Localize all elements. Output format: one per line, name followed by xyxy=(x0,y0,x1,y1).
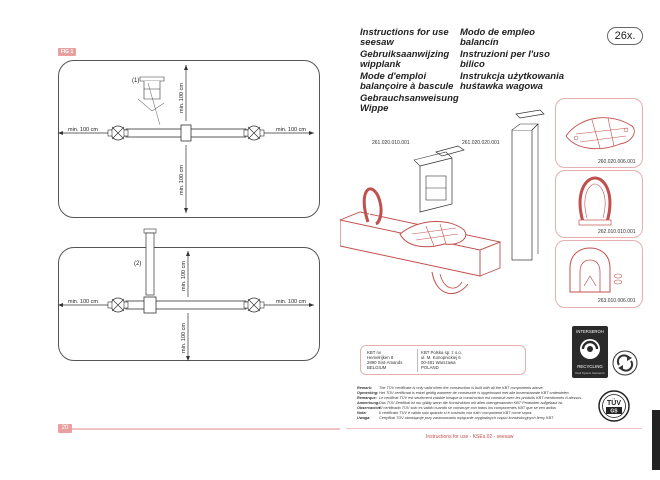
address-line: 2890 Sint-Amands xyxy=(367,360,403,365)
address-line: ul. M. Konopnickiej 6 xyxy=(421,355,461,360)
thumb-handle xyxy=(555,170,643,238)
remark-label: Remark: xyxy=(357,386,373,390)
title-fr-sub: balançoire à bascule xyxy=(360,81,454,92)
part-code-b: 261.020.020.001 xyxy=(462,140,500,146)
title-nl-sub: wipplank xyxy=(360,59,401,70)
dim-right-2: min. 100 cm xyxy=(276,299,306,305)
titles-right: Modo de empleo balancín Instruzioni per … xyxy=(460,28,564,92)
remark-text: Das TÜV Zertifikat ist nur gültig wenn d… xyxy=(379,401,564,405)
cycle-arrow-icon xyxy=(612,350,638,376)
address-line: BELGIUM xyxy=(367,365,387,370)
figure-tag: FIG 1 xyxy=(58,48,76,56)
post xyxy=(511,109,545,261)
page-edge-mark xyxy=(652,410,660,470)
clearance-diagram-2 xyxy=(58,247,320,361)
title-de: Gebrauchsanweisung xyxy=(360,93,459,104)
address-box: KBT nv Hemelrijken 8 2890 Sint-Amands BE… xyxy=(360,345,526,375)
title-it: Instruzioni per l'uso xyxy=(460,49,550,60)
remark-row: Remarque:Le certificat TÜV est seulement… xyxy=(357,396,595,401)
seat-right-2 xyxy=(243,297,265,313)
remark-text: Certyfikat TÜV obowiązuje przy zastosowa… xyxy=(379,416,555,420)
dim-left-2: min. 100 cm xyxy=(68,299,98,305)
dim-top-2: min. 100 cm xyxy=(181,261,187,291)
titles-left: Instructions for use seesaw Gebruiksaanw… xyxy=(360,28,459,114)
address-line: KBT nv xyxy=(367,350,382,355)
address-belgium: KBT nv Hemelrijken 8 2890 Sint-Amands BE… xyxy=(367,350,402,370)
tuv-gs-logo: TÜV GS xyxy=(598,390,630,422)
recycling-logo-top: INTERSEROH xyxy=(576,329,604,334)
remark-label: Observación: xyxy=(357,406,382,410)
address-poland: KBT Polska sp. z o.o. ul. M. Konopnickie… xyxy=(421,350,462,370)
recycling-logo-small: Dual System Interseroh xyxy=(575,371,605,375)
thumb-code-3: 263.010.006.001 xyxy=(598,298,636,304)
remark-label: Remarque: xyxy=(357,396,377,400)
tuv-text: TÜV xyxy=(607,398,621,407)
clearance-diagram-1-drawing: min. 100 cm min. 100 cm min. 100 cm min.… xyxy=(58,65,314,213)
footer-rule-right xyxy=(346,428,642,429)
title-es-sub: balancín xyxy=(460,37,499,48)
dim-left-1: min. 100 cm xyxy=(68,127,98,133)
title-de-sub: Wippe xyxy=(360,103,389,114)
thumb-seat-drawing xyxy=(565,117,635,150)
recycling-logo-bottom: RECYCLING xyxy=(577,364,603,369)
title-it-sub: bilico xyxy=(460,59,485,70)
gs-text: GS xyxy=(610,409,618,415)
remark-row: Nota: Il certificato TÜV è valido solo qu… xyxy=(357,411,595,416)
remark-label: Anmerkung: xyxy=(357,401,380,405)
seat xyxy=(399,220,467,248)
dim-top-1: min. 100 cm xyxy=(179,83,185,113)
remark-text: Il certificato TÜV è valido solo quando … xyxy=(379,411,533,415)
remark-row: Opmerking:Het TÜV certificaat is enkel g… xyxy=(357,391,595,396)
dim-bottom-2: min. 100 cm xyxy=(181,323,187,353)
bracket-sketch-1 xyxy=(137,76,165,126)
address-line: Hemelrijken 8 xyxy=(367,355,394,360)
remark-label: Nota: xyxy=(357,411,367,415)
remark-row: Anmerkung:Das TÜV Zertifikat ist nur gül… xyxy=(357,401,595,406)
page-number: 20 xyxy=(58,424,72,433)
seat-left-1 xyxy=(107,125,129,141)
remark-text: The TÜV certificate is only valid when t… xyxy=(379,386,544,390)
title-nl: Gebruiksaanwijzing xyxy=(360,49,450,60)
remark-label: Uwaga: xyxy=(357,416,371,420)
title-fr: Mode d'emploi xyxy=(360,71,427,82)
clearance-diagram-2-drawing: min. 100 cm min. 100 cm min. 100 cm min.… xyxy=(58,228,314,361)
wall-bracket xyxy=(413,145,465,213)
title-pl: Instrukcja użytkowania xyxy=(460,71,565,82)
remark-text: Le certificat TÜV est seulement valable … xyxy=(379,396,583,400)
address-line: KBT Polska sp. z o.o. xyxy=(421,350,462,355)
remark-text: Het TÜV certificaat is enkel geldig wann… xyxy=(379,391,570,395)
title-es: Modo de empleo xyxy=(460,27,535,38)
dim-bottom-1: min. 100 cm xyxy=(179,165,185,195)
footer-rule-left xyxy=(58,428,340,430)
title-en: Instructions for use xyxy=(360,27,449,38)
dim-right-1: min. 100 cm xyxy=(276,127,306,133)
recycling-icon xyxy=(580,339,600,359)
thumb-code-1: 260.020.006.001 xyxy=(598,159,636,165)
remark-row: Remark: The TÜV certificate is only valid… xyxy=(357,386,595,391)
title-pl-sub: huśtawka wagowa xyxy=(460,81,543,92)
callout-1: (1) xyxy=(132,78,139,84)
quantity-badge: 26x. xyxy=(607,27,643,45)
title-en-sub: seesaw xyxy=(360,37,394,48)
remark-text: El certificado TÜV solo es válido cuando… xyxy=(379,406,557,410)
thumb-bumper-drawing xyxy=(569,247,623,293)
tyre-bumper xyxy=(431,271,469,294)
address-line: POLAND xyxy=(421,365,439,370)
thumb-code-2: 262.010.010.001 xyxy=(598,229,636,235)
product-illustration xyxy=(340,109,545,294)
remark-row: Observación:El certificado TÜV solo es v… xyxy=(357,406,595,411)
recycling-logo: INTERSEROH RECYCLING Dual System Interse… xyxy=(572,326,608,378)
thumb-handle-drawing xyxy=(578,176,612,226)
part-code-a: 261.020.010.001 xyxy=(372,140,410,146)
seat-right-1 xyxy=(243,125,265,141)
callout-2: (2) xyxy=(134,261,141,267)
remark-row: Uwaga: Certyfikat TÜV obowiązuje przy zas… xyxy=(357,416,595,421)
seat-left-2 xyxy=(107,297,129,313)
address-line: 00-491 Warszawa xyxy=(421,360,456,365)
tuv-remarks: Remark: The TÜV certificate is only valid… xyxy=(357,386,595,421)
remark-label: Opmerking: xyxy=(357,391,379,395)
footer-text: Instructions for use - KSEs.02 - seesaw xyxy=(426,434,514,440)
handle xyxy=(362,187,383,226)
